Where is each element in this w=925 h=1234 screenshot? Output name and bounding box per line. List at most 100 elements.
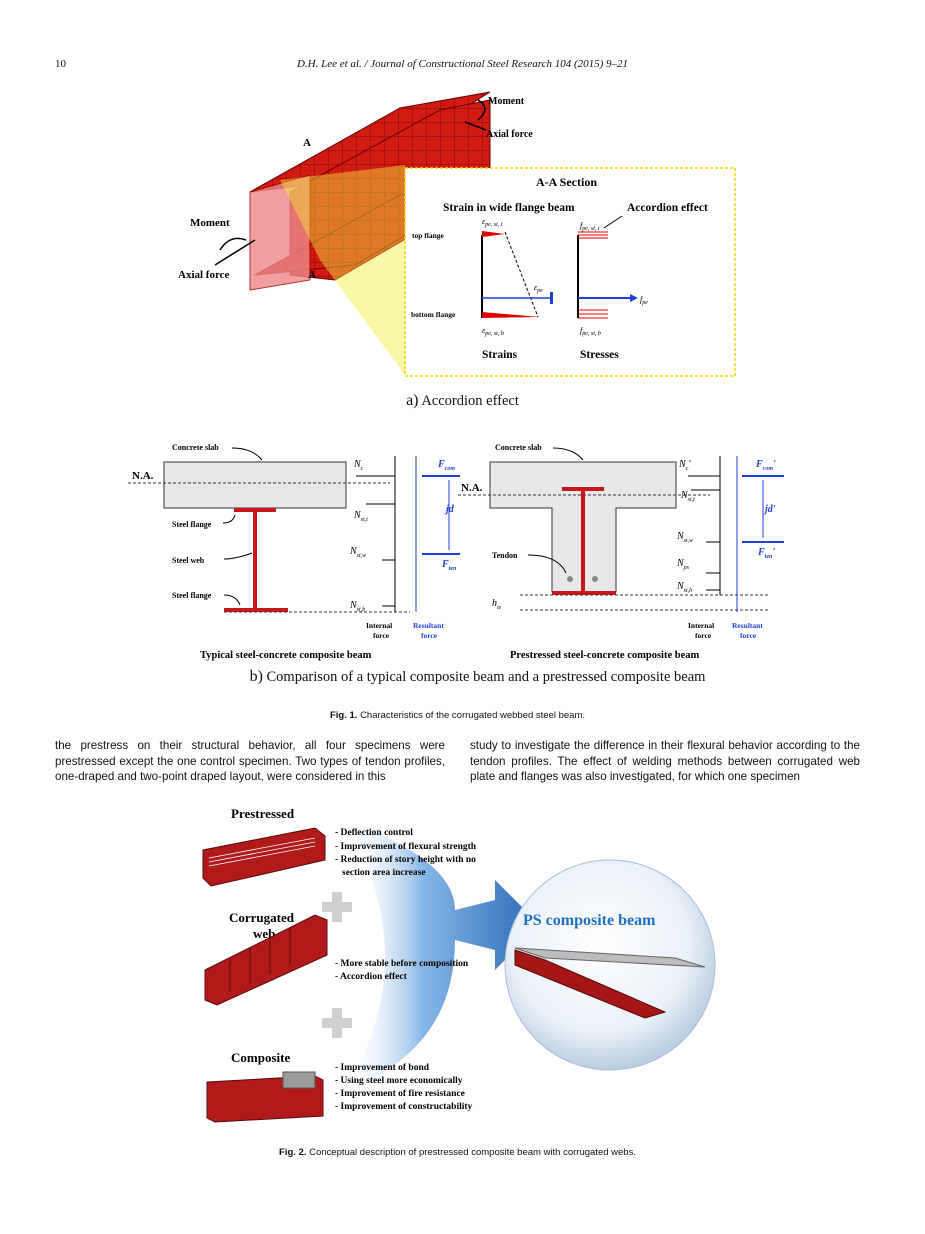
composite-title: Composite <box>231 1050 290 1065</box>
fig1b-caption: b) Comparison of a typical composite bea… <box>249 668 706 685</box>
ps-title: PS composite beam <box>523 912 656 929</box>
prestressed-beam <box>202 827 326 887</box>
right-hte: hte <box>492 598 502 611</box>
left-resultant-1: Resultant <box>413 621 444 630</box>
right-tendon-pointer <box>527 554 567 574</box>
left-nst-w: Nst,w <box>349 546 366 559</box>
stresses-label: Stresses <box>580 349 619 361</box>
figure-2-conceptual: PS composite beam Prestressed - Deflecti… <box>202 806 716 1123</box>
composite-slab-block <box>282 1071 316 1089</box>
prestressed-list: - Deflection control - Improvement of fl… <box>335 828 477 878</box>
left-top-flange <box>234 508 276 512</box>
moment-label-left: Moment <box>190 217 230 229</box>
plus-icon-1 <box>322 892 352 922</box>
fig1-caption: Fig. 1. Characteristics of the corrugate… <box>329 710 586 721</box>
right-internal-2: force <box>695 631 712 640</box>
left-na-label: N.A. <box>132 470 154 482</box>
strain-top-fill <box>482 231 505 237</box>
left-bottom-flange <box>224 608 288 612</box>
top-flange-label: top flange <box>412 231 445 240</box>
plus-icon-2 <box>322 1008 352 1038</box>
figure-1b-beam-comparison: Concrete slab N.A. Steel flange Steel we… <box>128 443 784 661</box>
svg-text:- More stable before compositi: - More stable before composition <box>335 959 469 969</box>
prestressed-title: Prestressed <box>231 806 295 821</box>
section-highlight <box>280 165 405 375</box>
left-steel-flange-bot: Steel flange <box>172 591 212 600</box>
accordion-title: Accordion effect <box>627 202 708 214</box>
right-nc: Nc' <box>678 459 691 472</box>
body-left-column: the prestress on their structural behavi… <box>55 739 445 783</box>
accordion-pointer <box>603 215 623 229</box>
left-internal-1: Internal <box>366 621 392 630</box>
right-na-label: N.A. <box>461 482 483 494</box>
left-concrete-slab <box>163 461 347 509</box>
strains-label: Strains <box>482 349 518 361</box>
flow-arrow <box>345 820 540 1090</box>
right-web <box>581 491 585 591</box>
moment-arrow-left <box>219 237 247 251</box>
stress-pe-head <box>630 294 638 302</box>
axial-arrow-top <box>464 121 487 131</box>
right-concrete-slab-label: Concrete slab <box>495 443 542 452</box>
strain-bottom-fill <box>482 312 540 318</box>
right-ften: Ften' <box>757 547 775 560</box>
strain-title: Strain in wide flange beam <box>443 202 575 214</box>
axial-label-left: Axial force <box>178 269 230 281</box>
stress-top-arrows <box>578 231 608 239</box>
right-slab-pointer <box>552 447 584 461</box>
moment-arrow-top <box>477 99 486 121</box>
eps-top-label: εpe, st, t <box>482 217 503 228</box>
svg-text:- Using steel more economicall: - Using steel more economically <box>335 1076 463 1086</box>
axial-arrow-left <box>214 239 256 266</box>
left-ften: Ften <box>441 559 457 572</box>
right-nst-t: Nst,t <box>680 490 695 503</box>
left-web-pointer <box>223 552 253 560</box>
body-right-column: study to investigate the difference in t… <box>470 739 860 783</box>
right-tendon-label: Tendon <box>492 551 518 560</box>
running-title: D.H. Lee et al. / Journal of Constructio… <box>296 58 629 70</box>
right-fcom: Fcom' <box>755 459 776 472</box>
right-nst-w: Nst,w <box>676 531 693 544</box>
left-nst-b: Nst,b <box>349 600 365 613</box>
corrugated-list: - More stable before composition - Accor… <box>335 959 469 982</box>
ps-beam-slab <box>514 947 706 968</box>
f-top-label: fpe, st, t <box>580 221 600 232</box>
right-internal-1: Internal <box>688 621 714 630</box>
left-bflange-pointer <box>223 594 241 606</box>
left-steel-web: Steel web <box>172 556 205 565</box>
moment-label-top: Moment <box>488 96 525 107</box>
left-title: Typical steel-concrete composite beam <box>200 650 372 661</box>
left-nc: Nc <box>353 459 364 472</box>
right-resultant-2: force <box>740 631 757 640</box>
left-flange-pointer <box>222 514 236 524</box>
left-concrete-slab-label: Concrete slab <box>172 443 219 452</box>
right-tendon-2 <box>592 576 598 582</box>
figure-1a-accordion-effect: Moment Axial force A A Moment Axial forc… <box>178 91 736 377</box>
right-top-flange <box>562 487 604 491</box>
right-tendon-1 <box>567 576 573 582</box>
section-box <box>404 167 736 377</box>
left-resultant-2: force <box>421 631 438 640</box>
corrugated-folds <box>229 928 291 992</box>
left-web <box>253 512 257 608</box>
left-steel-flange-top: Steel flange <box>172 520 212 529</box>
svg-text:- Improvement of constructabil: - Improvement of constructability <box>335 1102 473 1112</box>
corrugated-title-1: Corrugated <box>229 910 295 925</box>
right-nps: Nps <box>676 558 690 571</box>
corrugated-beam <box>204 914 328 1006</box>
section-mark-bottom: A <box>308 269 316 281</box>
fig2-caption: Fig. 2. Conceptual description of prestr… <box>279 1147 636 1158</box>
left-nst-t: Nst,t <box>353 510 368 523</box>
left-fcom: Fcom <box>437 459 455 472</box>
left-jd: jd <box>444 504 455 515</box>
f-pe-label: fpe <box>640 295 648 306</box>
svg-text:- Improvement of bond: - Improvement of bond <box>335 1063 430 1073</box>
composite-list: - Improvement of bond - Using steel more… <box>335 1063 473 1112</box>
axial-label-top: Axial force <box>486 129 533 140</box>
beam-end-face <box>249 174 311 291</box>
svg-text:- Accordion effect: - Accordion effect <box>335 972 408 982</box>
page-number: 10 <box>55 58 66 70</box>
right-jd: jd' <box>763 504 776 515</box>
strain-profile <box>504 231 539 318</box>
fig1a-caption: a) Accordion effect <box>406 392 519 409</box>
